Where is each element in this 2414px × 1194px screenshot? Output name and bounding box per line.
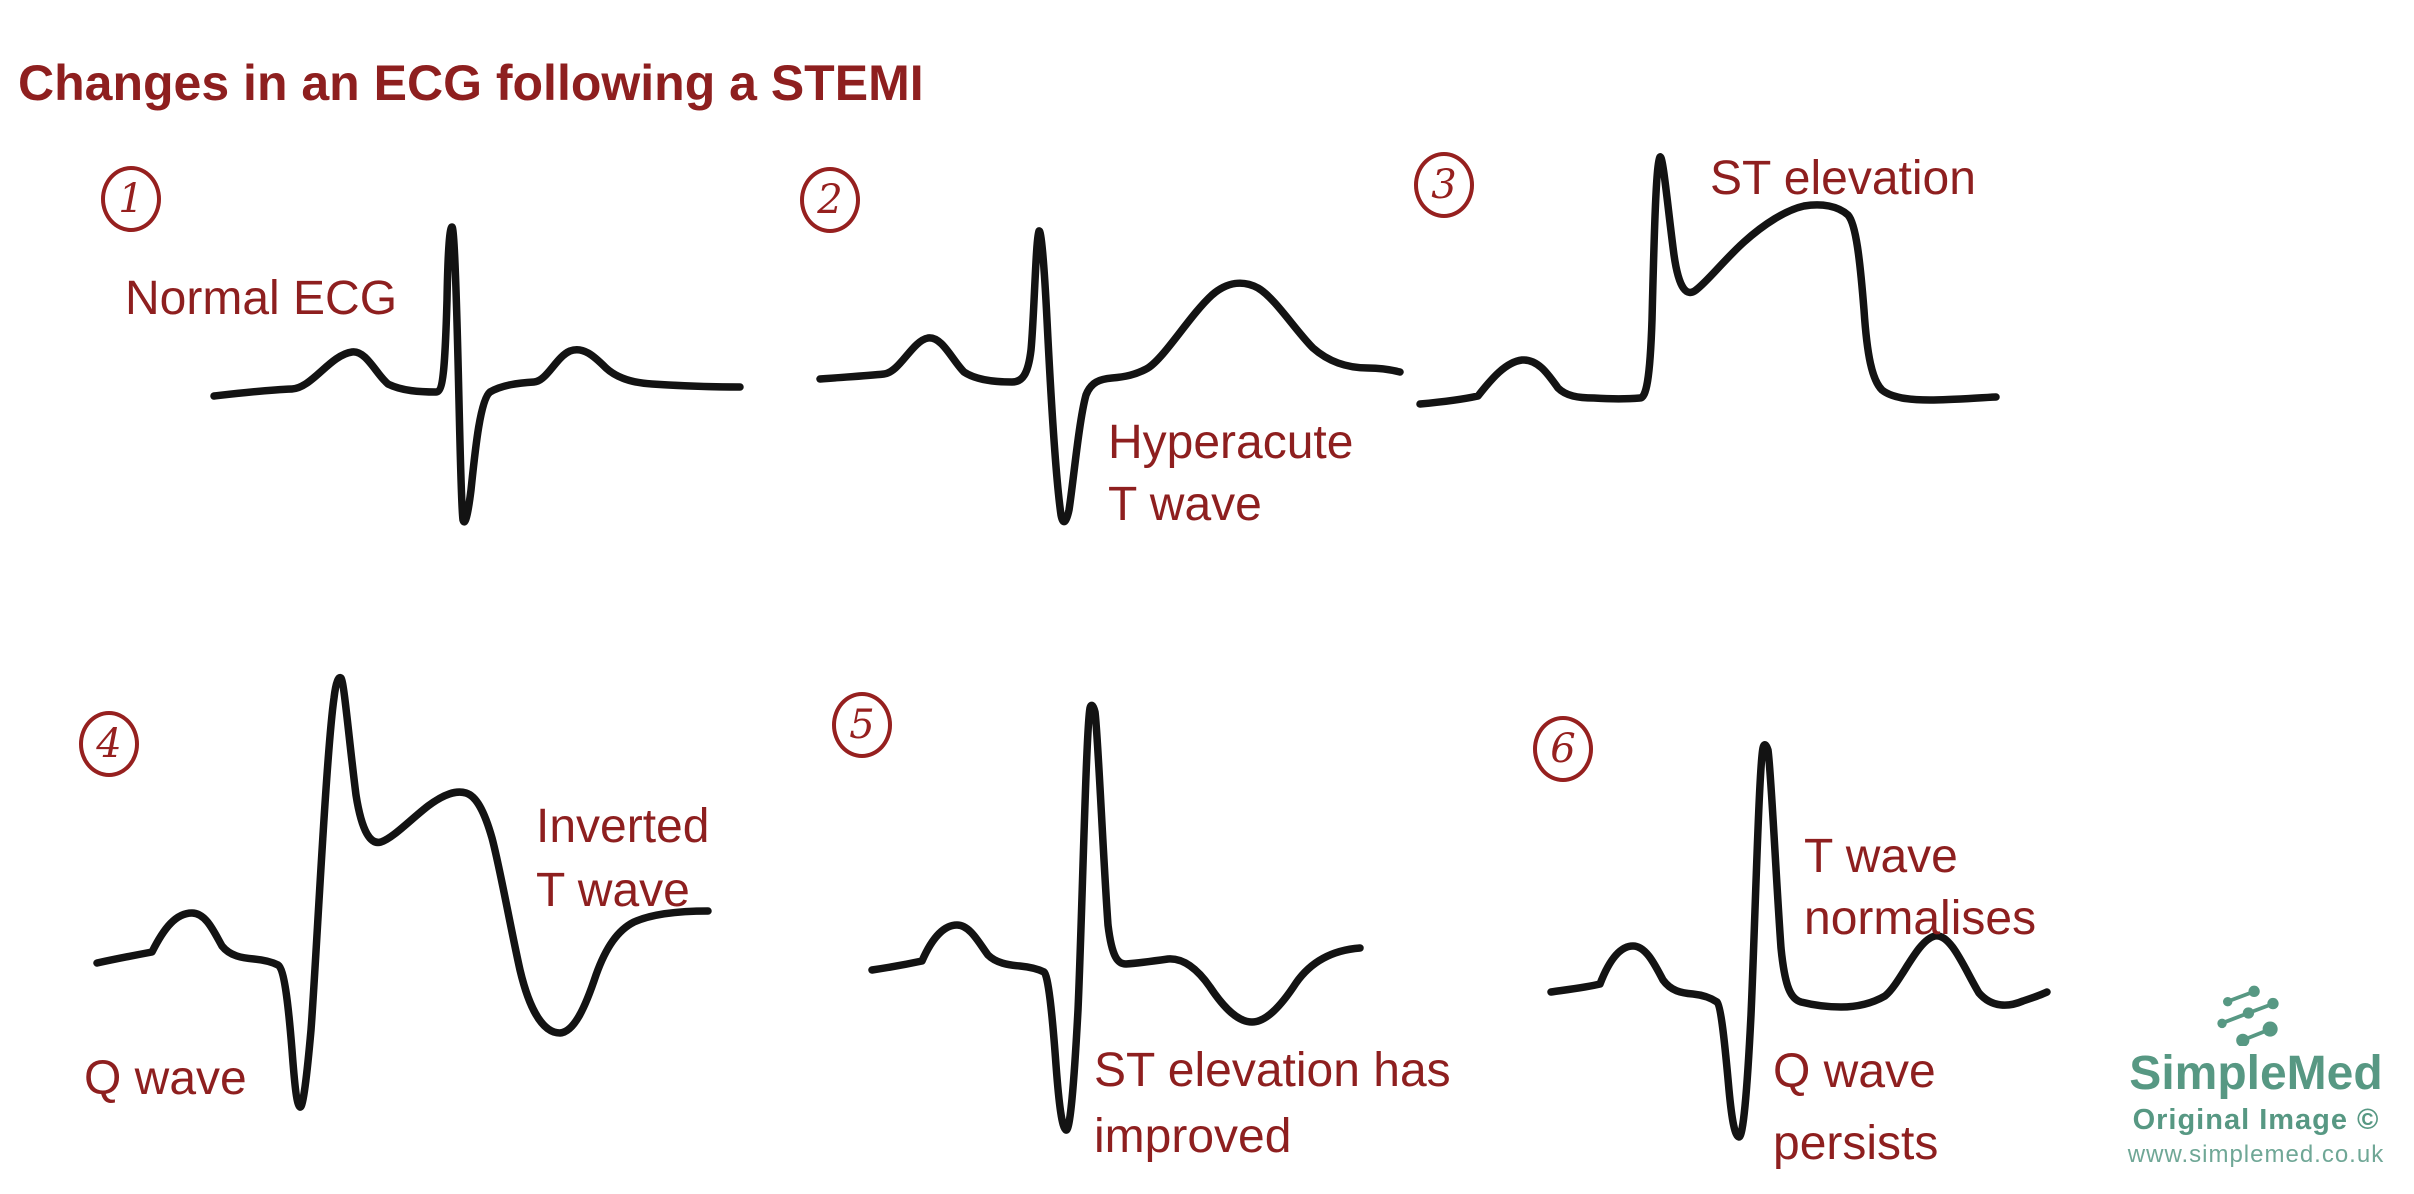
- simplemed-watermark: SimpleMed Original Image © www.simplemed…: [2098, 980, 2414, 1170]
- panel-4-label-line: Inverted: [536, 800, 710, 853]
- molecule-dots-icon: [2217, 985, 2279, 1046]
- panel-2-label-line: T wave: [1108, 478, 1262, 531]
- panel-6-label-line: persists: [1773, 1117, 1939, 1170]
- step-number-badge: 5: [832, 692, 892, 758]
- panel-6-label-line: normalises: [1804, 892, 2037, 945]
- step-number-badge: 2: [800, 167, 860, 233]
- panel-2-label-line: Hyperacute: [1108, 416, 1354, 469]
- step-number-badge: 4: [79, 711, 139, 777]
- page-title: Changes in an ECG following a STEMI: [18, 55, 924, 111]
- ecg-trace-q-persists-t-normal: [1547, 741, 2051, 1141]
- step-number-badge: 3: [1414, 152, 1474, 218]
- step-number-badge: 1: [101, 166, 161, 232]
- panel-1-label-line: Normal ECG: [125, 272, 398, 325]
- panel-3-label: ST elevation: [1710, 148, 1976, 210]
- panel-6-q-wave-label: Q wave persists: [1773, 1036, 1938, 1180]
- panel-5-label-line: ST elevation has: [1094, 1044, 1451, 1097]
- panel-4-q-wave-label: Q wave: [84, 1048, 247, 1110]
- step-number-badge: 6: [1533, 716, 1593, 782]
- panel-5-label-line: improved: [1094, 1110, 1292, 1163]
- panel-1-label: Normal ECG: [125, 268, 397, 330]
- panel-3-label-line: ST elevation: [1710, 152, 1976, 205]
- ecg-trace-st-elevation: [1416, 153, 2000, 408]
- panel-4-label-line: T wave: [536, 864, 690, 917]
- panel-4-label-line: Q wave: [84, 1052, 247, 1105]
- panel-6-t-wave-label: T wave normalises: [1804, 826, 2036, 950]
- ecg-trace-q-wave-inverted-t: [93, 673, 712, 1111]
- panel-6-label-line: T wave: [1804, 830, 1958, 883]
- ecg-trace-st-improved: [868, 701, 1364, 1134]
- ecg-trace-normal: [210, 223, 744, 526]
- ecg-trace-hyperacute-t: [816, 227, 1404, 526]
- logo-brand-text: SimpleMed: [2129, 1047, 2383, 1100]
- panel-2-label: Hyperacute T wave: [1108, 412, 1353, 536]
- panel-4-inverted-t-label: Inverted T wave: [536, 795, 709, 923]
- logo-copyright-text: Original Image ©: [2132, 1104, 2380, 1136]
- panel-5-label: ST elevation has improved: [1094, 1038, 1451, 1170]
- logo-url-text: www.simplemed.co.uk: [2127, 1141, 2385, 1168]
- panel-6-label-line: Q wave: [1773, 1045, 1936, 1098]
